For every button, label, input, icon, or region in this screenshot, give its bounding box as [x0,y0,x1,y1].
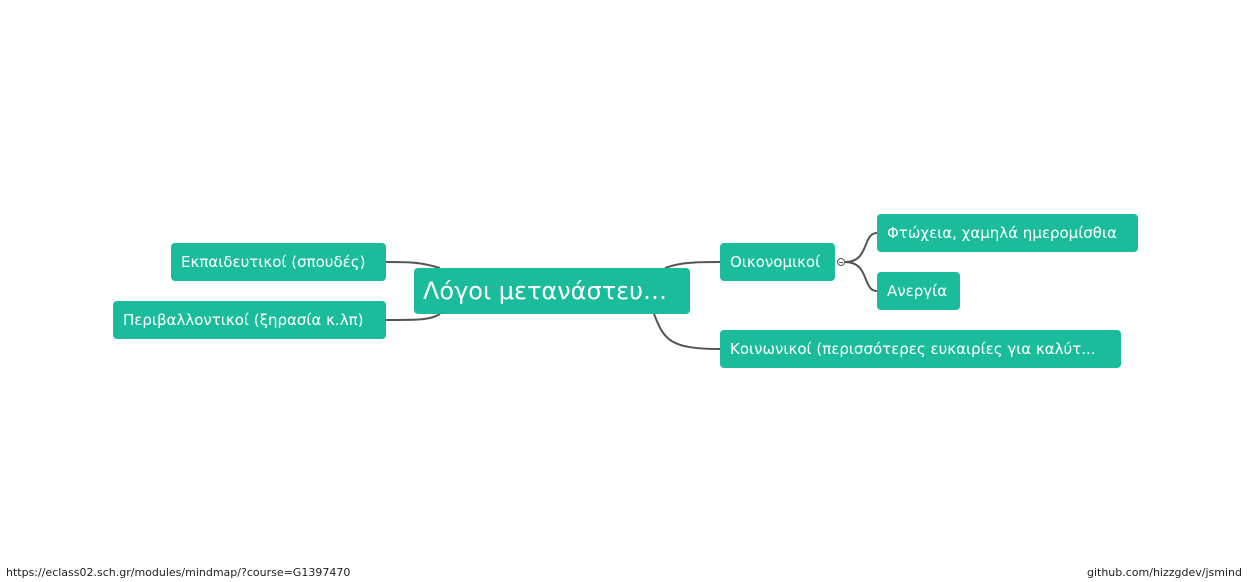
connector-root-education [385,261,441,269]
node-poverty[interactable]: Φτώχεια, χαμηλά ημερομίσθια [877,214,1138,252]
connector-root-economic [664,261,721,269]
collapse-toggle-economic[interactable] [837,258,845,266]
root-node[interactable]: Λόγοι μετανάστευσης [414,268,690,314]
node-economic[interactable]: Οικονομικοί [720,243,835,281]
connector-economic-poverty [844,232,878,263]
connector-root-environment [385,313,441,321]
credit-link[interactable]: github.com/hizzgdev/jsmind [1086,566,1242,579]
page-url: https://eclass02.sch.gr/modules/mindmap/… [6,566,351,579]
connector-economic-unemployment [844,261,878,292]
node-social[interactable]: Κοινωνικοί (περισσότερες ευκαιρίες για κ… [720,330,1121,368]
node-unemployment[interactable]: Ανεργία [877,272,960,310]
node-education[interactable]: Εκπαιδευτικοί (σπουδές) [171,243,386,281]
node-environment[interactable]: Περιβαλλοντικοί (ξηρασία κ.λπ) [113,301,386,339]
connector-root-social [653,313,721,350]
